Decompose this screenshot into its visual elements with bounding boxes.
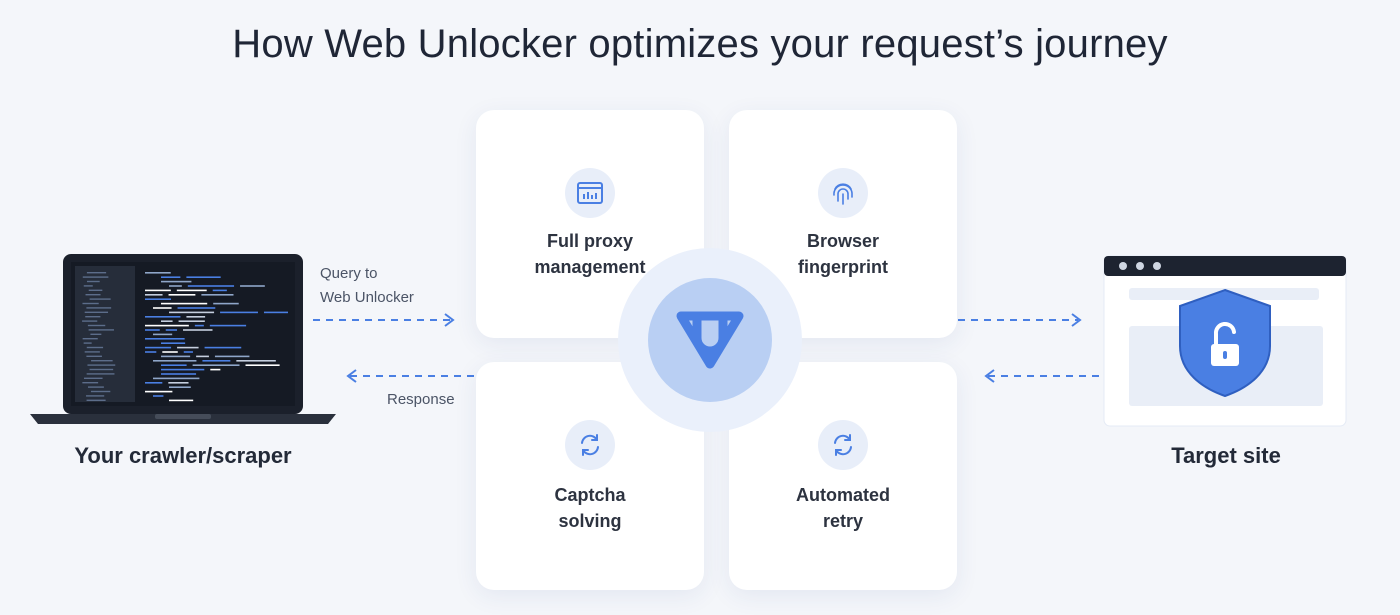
response-arrow <box>346 369 478 383</box>
card-label: Browser fingerprint <box>739 228 947 280</box>
card-label: Automated retry <box>739 482 947 534</box>
card-label-line1: Automated <box>796 485 890 505</box>
card-label-line1: Captcha <box>554 485 626 505</box>
target-site-label: Target site <box>1171 443 1281 468</box>
query-label-line1: Query to <box>320 265 378 282</box>
refresh-icon <box>565 420 615 470</box>
target-site-illustration <box>1103 255 1347 427</box>
query-label-line2: Web Unlocker <box>320 289 414 306</box>
proxy-dashboard-icon <box>565 168 615 218</box>
query-arrow <box>313 313 455 327</box>
card-label-line2: solving <box>558 511 622 531</box>
target-response-arrow <box>984 369 1104 383</box>
query-label: Query to Web Unlocker <box>320 262 414 310</box>
card-label-line1: Browser <box>806 231 880 251</box>
page-title: How Web Unlocker optimizes your request’… <box>232 22 1168 66</box>
card-label-line2: management <box>534 257 646 277</box>
card-captcha-solving: Captcha solving <box>476 362 704 590</box>
crawler-label: Your crawler/scraper <box>74 443 292 468</box>
card-label-line1: Full proxy <box>546 231 633 251</box>
request-to-target-arrow <box>958 313 1082 327</box>
refresh-icon <box>818 420 868 470</box>
web-unlocker-logo <box>648 278 772 402</box>
card-label-line2: fingerprint <box>798 257 888 277</box>
card-label: Full proxy management <box>486 228 694 280</box>
code-lines <box>82 272 288 402</box>
response-label: Response <box>387 391 455 408</box>
laptop-illustration <box>30 254 336 424</box>
card-label: Captcha solving <box>486 482 694 534</box>
fingerprint-icon <box>818 168 868 218</box>
card-label-line2: retry <box>822 511 864 531</box>
